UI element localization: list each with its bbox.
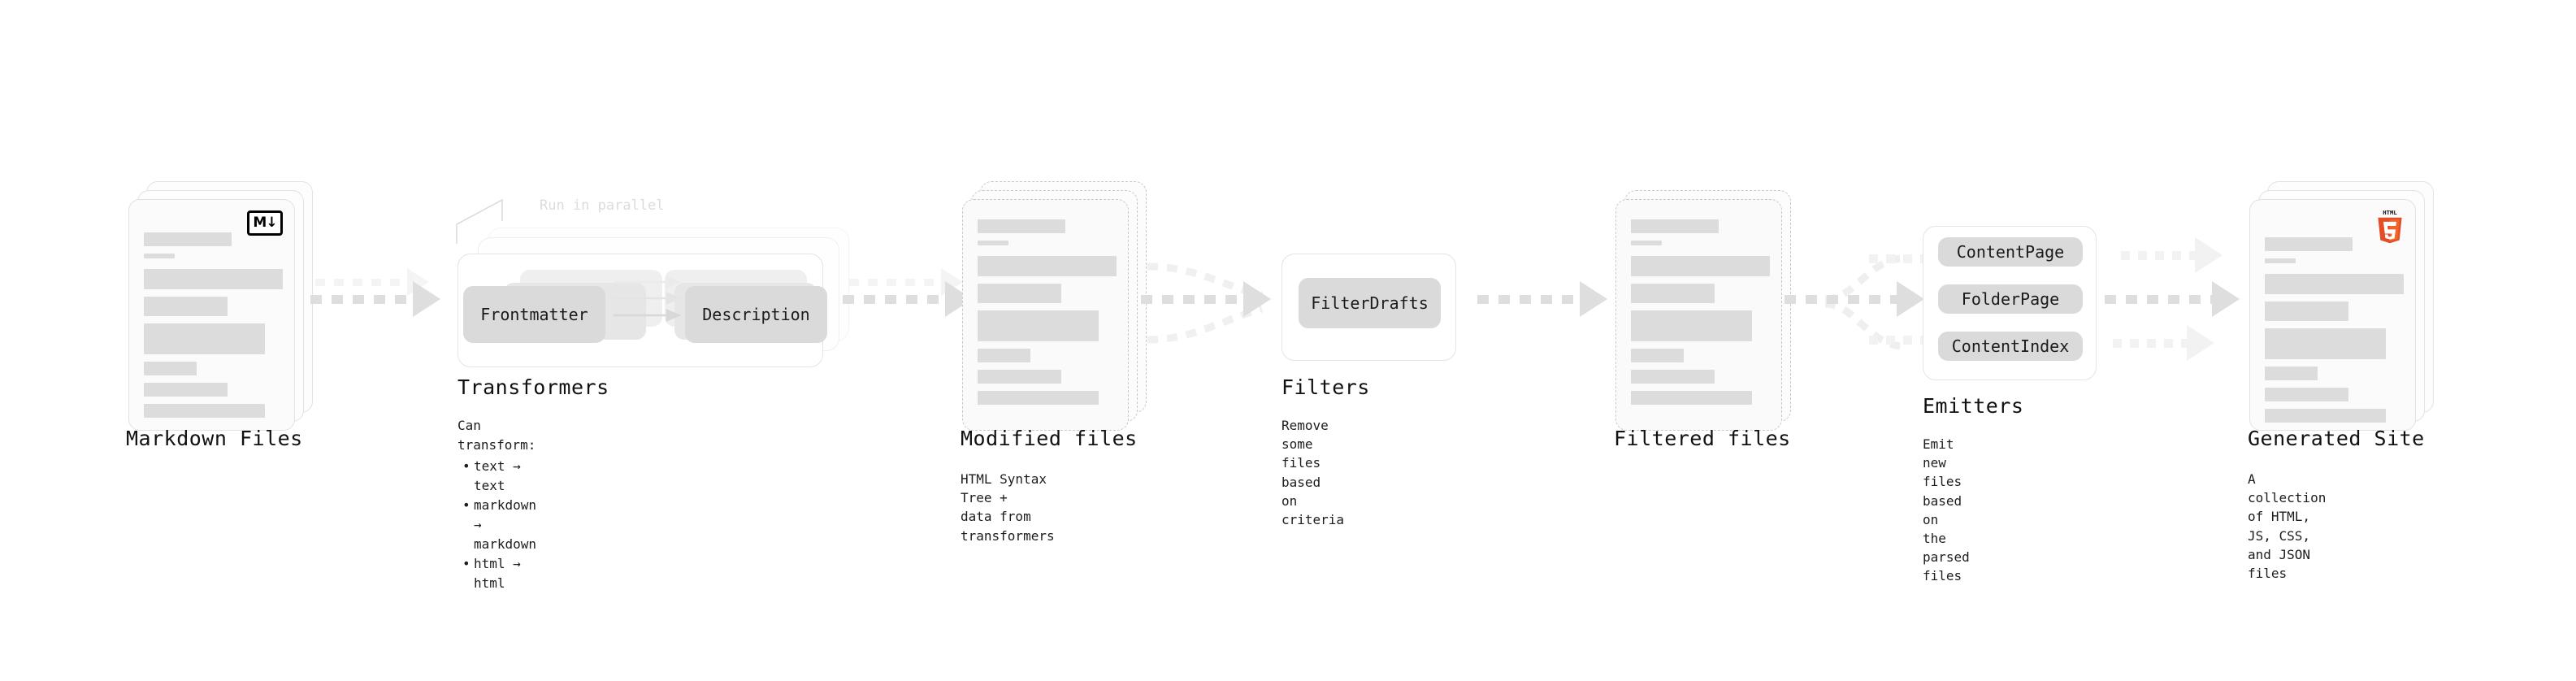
stage-subtitle-modified-files: HTML Syntax Tree + data from transformer… bbox=[961, 471, 1055, 544]
parallel-leader-line bbox=[456, 198, 503, 244]
emitter-chip-contentpage[interactable]: ContentPage bbox=[1938, 237, 2083, 267]
placeholder-bar bbox=[978, 219, 1065, 233]
generated-file-html[interactable]: HTML bbox=[2249, 199, 2416, 431]
flow-arrow-emitters-to-site-top bbox=[2121, 237, 2223, 273]
flow-arrow-filtered-to-emitters bbox=[1785, 281, 1924, 317]
placeholder-bar bbox=[144, 383, 228, 397]
placeholder-bar bbox=[2265, 274, 2404, 294]
filter-chip-filterdrafts[interactable]: FilterDrafts bbox=[1299, 278, 1441, 328]
placeholder-bar bbox=[978, 349, 1030, 362]
transformer-chip-description[interactable]: Description bbox=[685, 286, 827, 343]
placeholder-bar bbox=[2265, 388, 2348, 401]
placeholder-bar bbox=[144, 362, 197, 375]
capability-item: text → text bbox=[462, 457, 536, 496]
document-placeholder-content bbox=[2265, 237, 2404, 430]
html5-icon: HTML bbox=[2374, 208, 2405, 247]
placeholder-bar bbox=[144, 269, 283, 289]
flow-arrow-emitters-to-site bbox=[2105, 281, 2240, 317]
stage-subtitle-emitters: Emit new files based on the parsed files bbox=[1923, 436, 1970, 584]
modified-file-stack bbox=[962, 181, 1147, 443]
stage-title-filtered-files: Filtered files bbox=[1614, 427, 1791, 450]
placeholder-bar bbox=[2265, 367, 2318, 380]
placeholder-bar bbox=[978, 310, 1099, 341]
placeholder-bar bbox=[144, 254, 175, 258]
placeholder-bar bbox=[1631, 241, 1662, 245]
placeholder-bar bbox=[144, 323, 265, 354]
flow-arrow-emitters-to-site-bottom bbox=[2113, 325, 2214, 361]
svg-text:HTML: HTML bbox=[2383, 209, 2397, 216]
flow-arrow-transformers-to-modified bbox=[843, 281, 973, 317]
placeholder-bar bbox=[2265, 258, 2296, 263]
document-placeholder-content bbox=[1631, 219, 1770, 412]
capability-item: html → html bbox=[462, 554, 536, 593]
filtered-file-front[interactable] bbox=[1615, 199, 1782, 431]
flow-arrow-filters-to-filtered bbox=[1477, 281, 1607, 317]
modified-file-front[interactable] bbox=[962, 199, 1129, 431]
filtered-file-stack bbox=[1615, 190, 1791, 443]
placeholder-bar bbox=[2265, 409, 2386, 423]
placeholder-bar bbox=[1631, 391, 1752, 405]
placeholder-bar bbox=[978, 241, 1008, 245]
placeholder-bar bbox=[2265, 301, 2348, 321]
stage-title-generated-site: Generated Site bbox=[2248, 427, 2425, 450]
stage-subtitle-filters: Remove some files based on criteria bbox=[1281, 418, 1345, 527]
emitter-chip-contentindex[interactable]: ContentIndex bbox=[1938, 332, 2083, 361]
generated-site-stack: HTML bbox=[2249, 181, 2434, 443]
placeholder-bar bbox=[978, 256, 1117, 276]
parallel-label: Run in parallel bbox=[540, 197, 665, 214]
placeholder-bar bbox=[1631, 256, 1770, 276]
flow-arrow-modified-to-filters bbox=[1141, 281, 1271, 317]
placeholder-bar bbox=[2265, 328, 2386, 359]
placeholder-bar bbox=[978, 391, 1099, 405]
capabilities-lead: Can transform: bbox=[458, 418, 536, 453]
placeholder-bar bbox=[1631, 284, 1715, 303]
placeholder-bar bbox=[1631, 310, 1752, 341]
html5-icon-glyph: HTML bbox=[2378, 209, 2402, 244]
placeholder-bar bbox=[144, 297, 228, 316]
markdown-file-stack: M↓ M↓ M↓ bbox=[128, 181, 313, 443]
emitter-chip-folderpage[interactable]: FolderPage bbox=[1938, 284, 2083, 314]
document-placeholder-content bbox=[144, 232, 283, 425]
transformer-chip-frontmatter[interactable]: Frontmatter bbox=[463, 286, 605, 343]
placeholder-bar bbox=[144, 404, 265, 418]
document-placeholder-content bbox=[978, 219, 1117, 412]
stage-title-modified-files: Modified files bbox=[961, 427, 1138, 450]
markdown-icon-glyph: M↓ bbox=[247, 210, 283, 236]
transformers-capabilities: Can transform: text → text markdown → ma… bbox=[458, 416, 536, 593]
placeholder-bar bbox=[1631, 370, 1715, 384]
placeholder-bar bbox=[1631, 349, 1684, 362]
capability-item: markdown → markdown bbox=[462, 496, 536, 554]
placeholder-bar bbox=[978, 370, 1061, 384]
placeholder-bar bbox=[2265, 237, 2353, 251]
stage-title-emitters: Emitters bbox=[1923, 394, 2024, 418]
stage-title-markdown-files: Markdown Files bbox=[126, 427, 303, 450]
placeholder-bar bbox=[978, 284, 1061, 303]
markdown-file-front[interactable]: M↓ bbox=[128, 199, 295, 431]
transformer-inner-arrows bbox=[614, 276, 682, 322]
placeholder-bar bbox=[144, 232, 232, 246]
placeholder-bar bbox=[1631, 219, 1719, 233]
stage-title-filters: Filters bbox=[1281, 375, 1370, 399]
flow-arrow-markdown-to-transformers bbox=[310, 281, 440, 317]
markdown-icon: M↓ bbox=[247, 210, 283, 236]
stage-subtitle-generated-site: A collection of HTML, JS, CSS, and JSON … bbox=[2248, 471, 2327, 581]
stage-title-transformers: Transformers bbox=[458, 375, 609, 399]
